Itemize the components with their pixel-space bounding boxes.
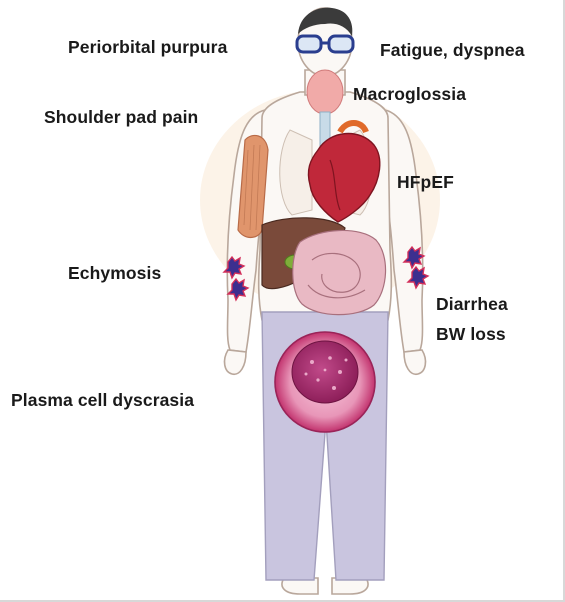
label-fatigue-dyspnea: Fatigue, dyspnea [380,40,525,61]
label-diarrhea: Diarrhea [436,294,508,315]
label-plasma-cell-dyscrasia: Plasma cell dyscrasia [11,390,194,411]
left-lung [280,130,312,215]
label-hfpef: HFpEF [397,172,454,193]
label-shoulder-pad-pain: Shoulder pad pain [44,107,198,128]
label-echymosis: Echymosis [68,263,161,284]
label-periorbital-purpura: Periorbital purpura [68,37,227,58]
enlarged-tongue [307,70,343,114]
label-macroglossia: Macroglossia [353,84,466,105]
intestines [293,230,386,314]
label-bw-loss: BW loss [436,324,506,345]
plasma-cell-nucleus [292,341,358,403]
